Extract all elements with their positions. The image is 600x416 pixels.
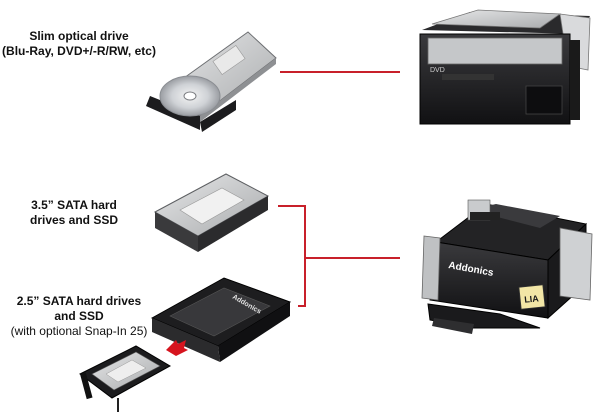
sata35-label-line2: drives and SSD	[29, 213, 119, 227]
sata25-label-line3: (with optional Snap-In 25)	[10, 324, 148, 338]
sata25-label: 2.5” SATA hard drives and SSD (with opti…	[0, 294, 158, 339]
sata25-label-line1: 2.5” SATA hard drives	[16, 294, 142, 308]
removable-bay-image: Addonics LIA	[421, 199, 593, 334]
connector-sata35	[278, 205, 306, 258]
bay-sticker-text: LIA	[524, 293, 540, 305]
insert-arrow	[166, 340, 188, 356]
sata25-label-line2: and SSD	[54, 309, 104, 323]
sata35-label-line1: 3.5” SATA hard	[31, 198, 117, 212]
hdd-25-snapin-image: Addonics	[79, 277, 292, 412]
slim-optical-label-line2: (Blu-Ray, DVD+/-R/RW, etc)	[2, 44, 156, 58]
connector-sata25	[298, 258, 306, 307]
slim-optical-drive-image	[146, 31, 277, 132]
optical-disc-text: DVD	[430, 67, 445, 74]
slim-optical-label-line1: Slim optical drive	[29, 29, 129, 43]
slim-optical-label: Slim optical drive (Blu-Ray, DVD+/-R/RW,…	[0, 29, 158, 59]
sata35-label: 3.5” SATA hard drives and SSD	[18, 198, 130, 228]
hdd-35-image	[153, 173, 270, 252]
optical-bay-image: DVD	[419, 9, 591, 125]
connector-lines	[278, 71, 400, 307]
